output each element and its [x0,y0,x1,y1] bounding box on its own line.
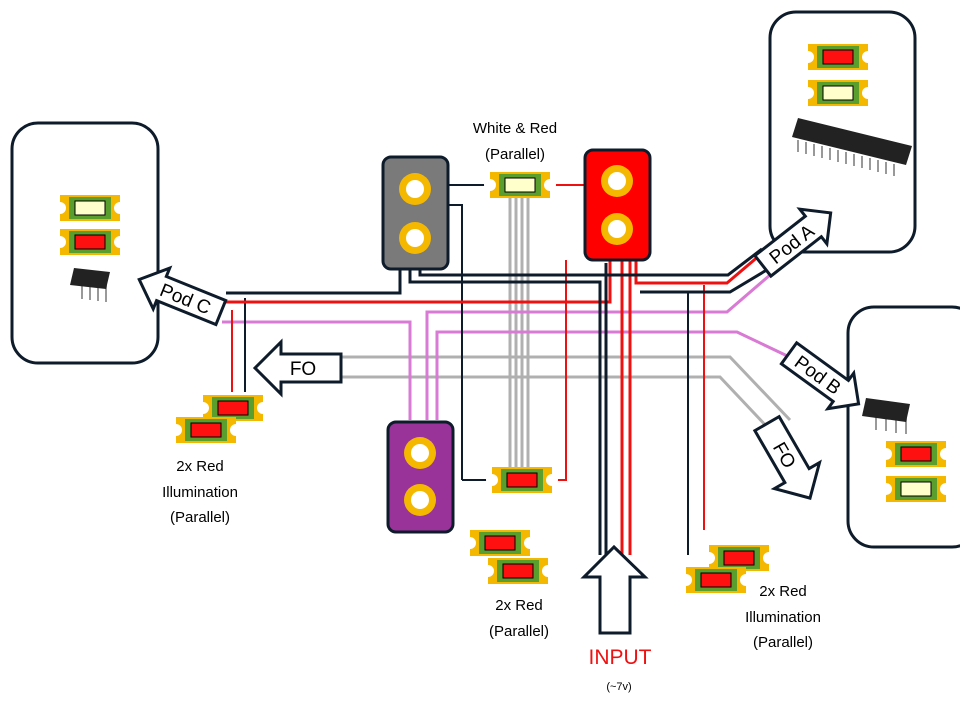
fo-right-arrow: FO [752,414,822,500]
pod-b-white-led [879,475,953,503]
fo-left-arrow: FO [252,338,343,398]
right-illum-label-2: Illumination [745,609,821,626]
input-label: INPUT [589,646,652,669]
input-arrow [580,544,649,635]
white-red-sublabel: (Parallel) [485,146,545,163]
white-led-top [483,171,557,199]
pod-b-box [846,305,960,549]
right-illum-led-2 [679,566,753,594]
center-red-label-2: (Parallel) [489,623,549,640]
pod-c-ic-chip [70,268,110,302]
pod-b-ic-chip [862,398,910,434]
pink-wires [222,273,801,420]
pod-c-white-led [53,194,127,222]
left-illum-label-1: 2x Red [176,458,224,475]
purple-connector [386,420,455,534]
fo-left-arrow-label: FO [290,359,316,380]
right-illum-label-3: (Parallel) [753,634,813,651]
gray-wires [342,195,792,480]
center-red-led-2 [481,557,555,585]
center-red-label-1: 2x Red [495,597,543,614]
pod-b-red-led [879,440,953,468]
right-illum-label-1: 2x Red [759,583,807,600]
red-main-wires [226,253,761,555]
gray-connector [381,155,450,271]
center-red-led-1 [463,529,537,557]
left-illum-label-3: (Parallel) [170,509,230,526]
pod-a-microcontroller [792,118,912,176]
pod-a-red-led [801,43,875,71]
red-led-center [485,466,559,494]
pod-c-arrow: Pod C [137,265,228,327]
white-red-label: White & Red [473,120,557,137]
red-connector [583,148,652,262]
pod-c-red-led [53,228,127,256]
pod-a-white-led [801,79,875,107]
left-illum-led-2 [169,416,243,444]
black-main-wires [226,247,771,555]
left-illum-label-2: Illumination [162,484,238,501]
input-voltage-label: (~7v) [606,681,631,693]
